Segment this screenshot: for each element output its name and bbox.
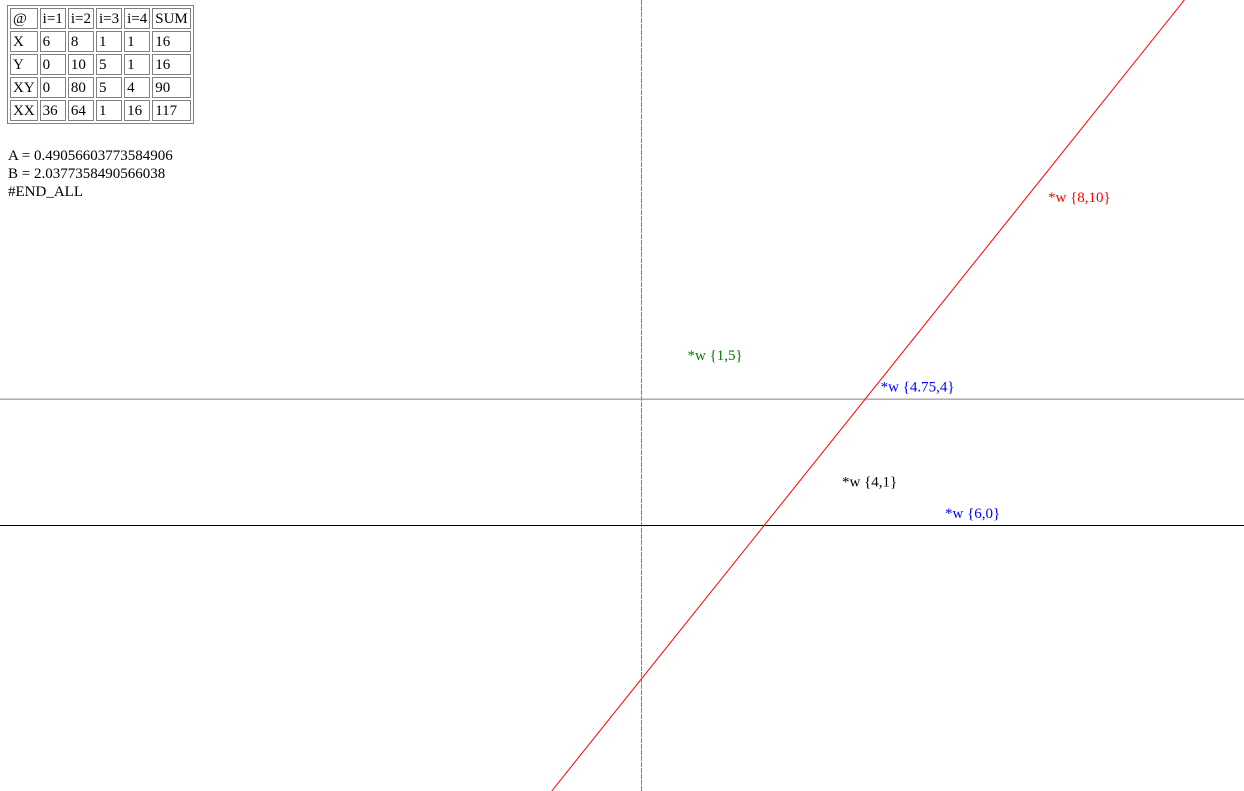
table-cell: 80: [67, 77, 94, 98]
point-label: *w {4,1}: [842, 474, 897, 490]
table-cell: 4: [124, 77, 151, 98]
table-cell: 1: [124, 31, 151, 52]
table-cell: 5: [95, 54, 123, 75]
table-cell: XY: [10, 77, 38, 98]
point-label: *w {4.75,4}: [881, 380, 955, 396]
table-cell: 36: [39, 100, 66, 121]
table-cell: 5: [95, 77, 123, 98]
table-row: X 6 8 1 1 16: [10, 31, 191, 52]
point-label: *w {8,10}: [1048, 190, 1111, 206]
point-labels: *w {8,10} *w {1,5} *w {4.75,4} *w {4,1} *w {…: [688, 190, 1111, 522]
table-cell: 90: [152, 77, 191, 98]
table-cell: X: [10, 31, 38, 52]
table-row: XY 0 80 5 4 90: [10, 77, 191, 98]
coefficient-b-text: B = 2.0377358490566038: [8, 166, 166, 182]
table-cell: 0: [39, 77, 66, 98]
table-cell: Y: [10, 54, 38, 75]
table-cell: 117: [152, 100, 191, 121]
table-cell: 1: [95, 31, 123, 52]
table-header-cell: SUM: [152, 8, 191, 29]
table-cell: 6: [39, 31, 66, 52]
table-cell: 64: [67, 100, 94, 121]
table-cell: 16: [152, 31, 191, 52]
table-header-cell: i=4: [124, 8, 151, 29]
table-cell: 8: [67, 31, 94, 52]
table-cell: 0: [39, 54, 66, 75]
table-header-cell: i=2: [67, 8, 94, 29]
table-cell: 1: [95, 100, 123, 121]
table-row: XX 36 64 1 16 117: [10, 100, 191, 121]
sums-table: @ i=1 i=2 i=3 i=4 SUM X 6 8 1 1 16 Y 0 1…: [7, 5, 194, 124]
sums-table-body: @ i=1 i=2 i=3 i=4 SUM X 6 8 1 1 16 Y 0 1…: [10, 8, 191, 121]
table-header-row: @ i=1 i=2 i=3 i=4 SUM: [10, 8, 191, 29]
point-label: *w {6,0}: [945, 506, 1000, 522]
table-row: Y 0 10 5 1 16: [10, 54, 191, 75]
table-header-cell: @: [10, 8, 38, 29]
end-marker-text: #END_ALL: [8, 184, 83, 200]
regression-results: A = 0.49056603773584906 B = 2.0377358490…: [8, 147, 173, 201]
table-header-cell: i=1: [39, 8, 66, 29]
table-cell: 10: [67, 54, 94, 75]
coefficient-a-text: A = 0.49056603773584906: [8, 148, 173, 164]
table-cell: XX: [10, 100, 38, 121]
table-cell: 16: [124, 100, 151, 121]
regression-fit-line: [551, 0, 1185, 791]
table-cell: 16: [152, 54, 191, 75]
point-label: *w {1,5}: [688, 348, 743, 364]
table-header-cell: i=3: [95, 8, 123, 29]
table-cell: 1: [124, 54, 151, 75]
